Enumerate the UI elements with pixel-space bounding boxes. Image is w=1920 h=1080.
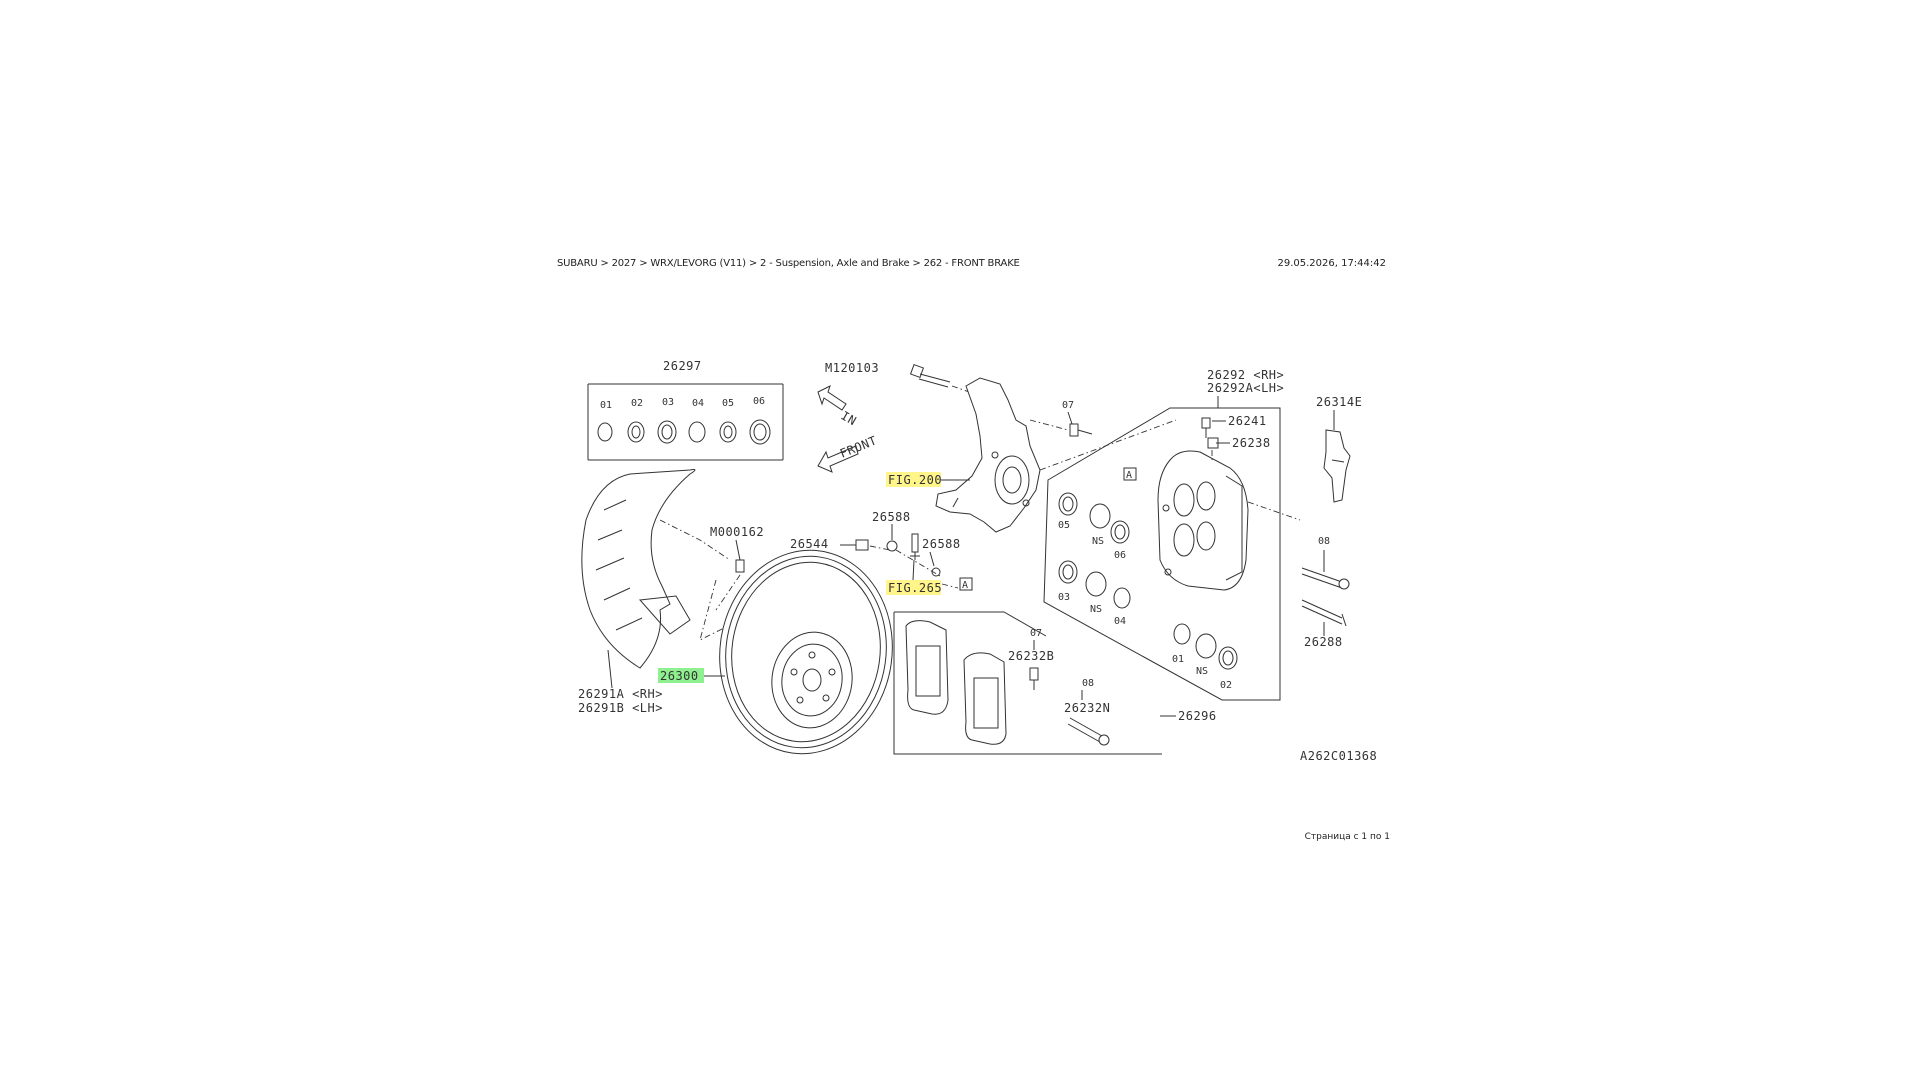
- diagram-code: A262C01368: [1300, 749, 1377, 763]
- callout-p04[interactable]: 04: [1114, 616, 1126, 627]
- caliper-lh-label[interactable]: 26292A<LH>: [1207, 381, 1284, 395]
- bleeder-fittings: [840, 533, 941, 577]
- callout-07-pad[interactable]: 07: [1030, 628, 1042, 639]
- caliper-rh-label[interactable]: 26292 <RH>: [1207, 368, 1284, 382]
- seal-kit-item-06[interactable]: 06: [753, 396, 765, 407]
- direction-front-label: FRONT: [838, 433, 879, 460]
- breadcrumb: SUBARU > 2027 > WRX/LEVORG (V11) > 2 - S…: [557, 258, 1020, 269]
- brake-caliper: [1157, 450, 1301, 591]
- brake-pads: [905, 620, 1007, 745]
- callout-08-pad[interactable]: 08: [1082, 678, 1094, 689]
- backing-plate-rh-label[interactable]: 26291A <RH>: [578, 687, 663, 701]
- steering-knuckle: [935, 377, 1041, 533]
- caliper-assembly-box: [1039, 407, 1281, 701]
- callout-p06[interactable]: 06: [1114, 550, 1126, 561]
- pad-pin: [1067, 690, 1110, 746]
- knuckle-bolt: [909, 363, 976, 395]
- pad-bolt-label[interactable]: 26232B: [1008, 649, 1054, 663]
- seal-kit-number[interactable]: 26297: [663, 359, 702, 373]
- pad-pin-label[interactable]: 26232N: [1064, 701, 1110, 715]
- fig-200-ref[interactable]: FIG.200: [886, 472, 970, 487]
- caliper-bleeder: [1201, 417, 1230, 460]
- guide-pins: [1301, 550, 1350, 627]
- callout-08-pin[interactable]: 08: [1318, 536, 1330, 547]
- callout-ns-b[interactable]: NS: [1090, 604, 1102, 615]
- seal-kit-item-03[interactable]: 03: [662, 397, 674, 408]
- seal-kit-item-02[interactable]: 02: [631, 398, 643, 409]
- direction-in-label: IN: [839, 408, 859, 428]
- disc-rotor: [719, 549, 893, 755]
- pad-kit-label[interactable]: 26296: [1178, 709, 1217, 723]
- seal-kit-item-01[interactable]: 01: [600, 400, 612, 411]
- disc-rotor-callout[interactable]: 26300: [658, 668, 725, 683]
- callout-07-top[interactable]: 07: [1062, 400, 1074, 411]
- seal-kit-group: 26297 01 02 03 04 05 06: [587, 359, 784, 461]
- bleeder-cap-label[interactable]: 26241: [1228, 414, 1267, 428]
- knuckle-bolt-label[interactable]: M120103: [825, 361, 879, 375]
- disc-rotor-label[interactable]: 26300: [660, 669, 699, 683]
- bleeder-valve-label[interactable]: 26238: [1232, 436, 1271, 450]
- pad-kit-box: [893, 611, 1162, 755]
- callout-ns-c[interactable]: NS: [1196, 666, 1208, 677]
- backing-plate-lh-label[interactable]: 26291B <LH>: [578, 701, 663, 715]
- seal-kit-item-04[interactable]: 04: [692, 398, 704, 409]
- backing-plate: [581, 469, 731, 669]
- bleeder-b-label[interactable]: 26588: [922, 537, 961, 551]
- ref-box-a-lower: A: [941, 577, 973, 591]
- ref-box-a-upper: A: [1123, 467, 1137, 481]
- callout-ns-a[interactable]: NS: [1092, 536, 1104, 547]
- piston-seal-set: [1058, 492, 1238, 670]
- callout-p05[interactable]: 05: [1058, 520, 1070, 531]
- callout-p02[interactable]: 02: [1220, 680, 1232, 691]
- seal-kit-item-05[interactable]: 05: [722, 398, 734, 409]
- fig-200-label[interactable]: FIG.200: [888, 473, 942, 487]
- backing-bolt-label[interactable]: M000162: [710, 525, 764, 539]
- print-timestamp: 29.05.2026, 17:44:42: [1277, 258, 1386, 269]
- callout-p01[interactable]: 01: [1172, 654, 1184, 665]
- callout-p03[interactable]: 03: [1058, 592, 1070, 603]
- wear-sensor: [1323, 410, 1351, 503]
- caliper-mount-bolt: [1029, 411, 1093, 437]
- ref-box-a-upper-label: A: [1126, 470, 1132, 481]
- ref-box-a-lower-label: A: [962, 580, 968, 591]
- fig-265-ref[interactable]: FIG.265: [886, 559, 942, 595]
- page-counter: Страница с 1 по 1: [1304, 832, 1390, 842]
- direction-arrows: IN FRONT: [817, 385, 879, 473]
- pad-bolt: [1029, 640, 1039, 690]
- sensor-label[interactable]: 26314E: [1316, 395, 1362, 409]
- fig-265-label[interactable]: FIG.265: [888, 581, 942, 595]
- bleeder-screw-label[interactable]: 26544: [790, 537, 829, 551]
- backing-bolt: [699, 539, 745, 641]
- pin-label[interactable]: 26288: [1304, 635, 1343, 649]
- bleeder-a-label[interactable]: 26588: [872, 510, 911, 524]
